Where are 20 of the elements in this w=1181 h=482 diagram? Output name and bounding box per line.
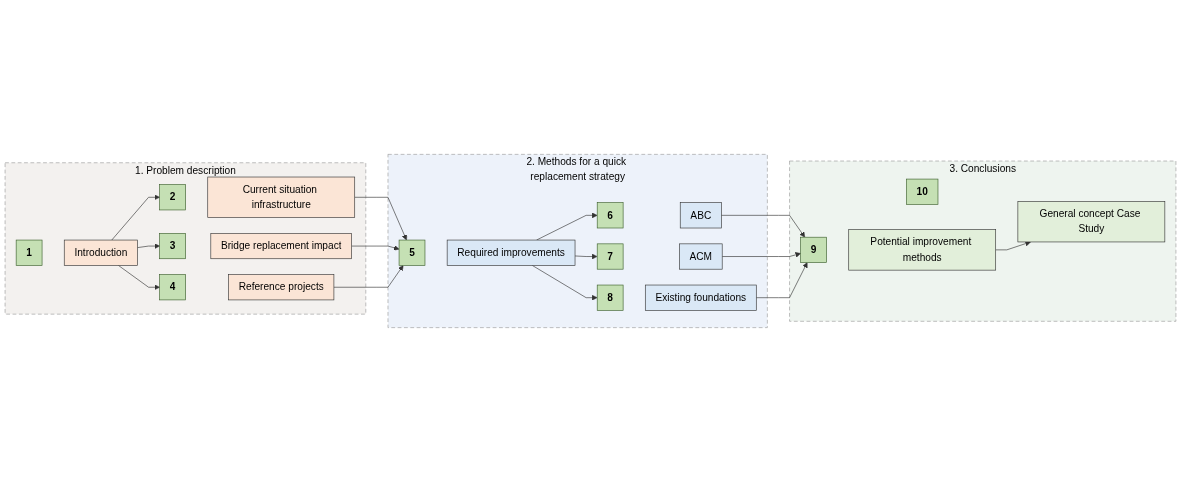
node-box: 8: [596, 284, 624, 311]
node-box: Potential improvement methods: [848, 229, 996, 271]
node-box: Introduction: [63, 239, 138, 266]
node-box: Reference projects: [228, 274, 335, 301]
node-box: 1: [15, 239, 43, 266]
node-box: 7: [596, 243, 624, 270]
node-box: 9: [800, 236, 827, 263]
node-box: 4: [159, 274, 186, 301]
node-box: ABC: [679, 202, 722, 229]
node-box: General concept Case Study: [1017, 201, 1166, 243]
node-box: Bridge replacement impact: [210, 233, 352, 260]
node-box: ACM: [679, 243, 723, 270]
node-box: Required improvements: [446, 239, 576, 266]
node-box: Existing foundations: [644, 284, 757, 311]
node-box: 10: [906, 178, 939, 205]
node-box: 6: [596, 202, 624, 229]
node-box: Current situation infrastructure: [207, 176, 356, 218]
node-box: 2: [159, 184, 186, 211]
node-box: 5: [398, 239, 426, 266]
node-box: 3: [159, 233, 186, 260]
